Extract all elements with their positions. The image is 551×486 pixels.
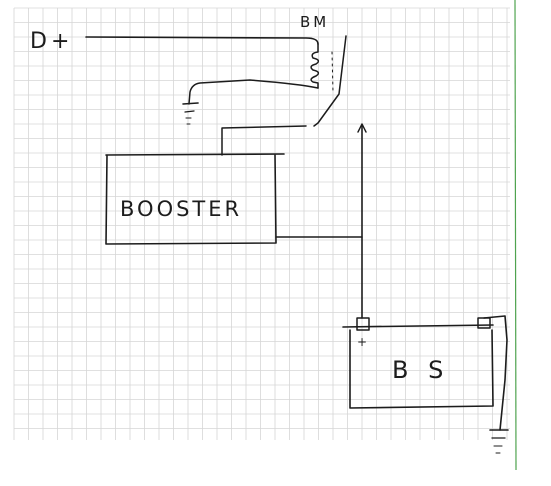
battery-positive-terminal [356,317,370,331]
battery-box [342,324,494,409]
d-plus-wire [85,36,319,45]
relay-mechanical-link [331,51,334,93]
grid-paper [13,7,510,440]
coil-ground-icon [182,102,199,125]
coil-ground-wire [188,79,319,105]
margin-line [514,0,517,471]
battery-negative-terminal [477,317,491,329]
bus-arrow-icon [357,123,367,133]
booster-box [105,153,285,245]
relay-contact-switch [313,35,347,127]
relay-coil [310,43,320,89]
battery-plus-label: + [357,335,367,349]
relay-label: BM [300,13,329,31]
battery-label: B S [392,356,449,384]
battery-ground-wire [483,315,508,431]
battery-ground-icon [489,429,509,454]
booster-label: BOOSTER [120,197,242,221]
d-plus-label: D+ [30,29,73,54]
contact-to-booster-wire [221,125,307,156]
